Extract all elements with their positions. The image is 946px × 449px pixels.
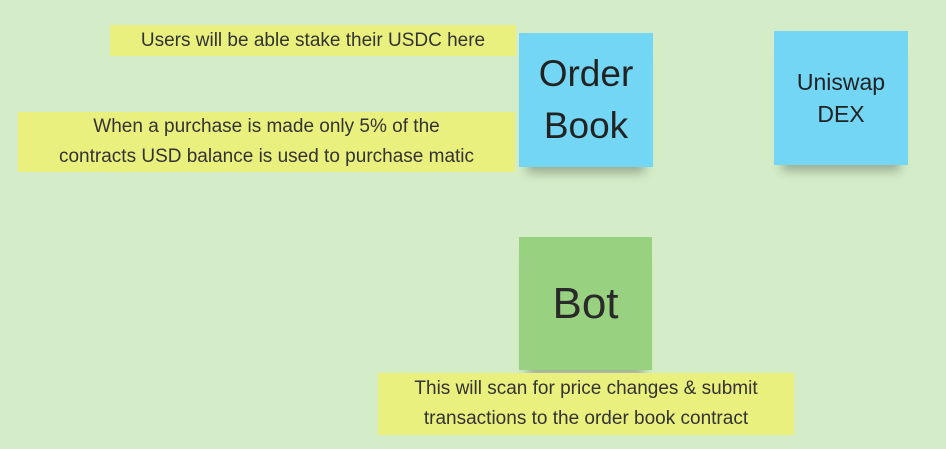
stake-note-text: Users will be able stake their USDC here	[140, 29, 486, 51]
scan-note[interactable]: This will scan for price changes & submi…	[378, 373, 794, 435]
uniswap-dex-sticky[interactable]: Uniswap DEX	[774, 31, 908, 165]
stake-note[interactable]: Users will be able stake their USDC here	[110, 25, 516, 56]
purchase-note-text: When a purchase is made only 5% of the c…	[58, 116, 475, 167]
order-book-label: Order Book	[538, 53, 634, 146]
order-book-sticky[interactable]: Order Book	[519, 33, 653, 167]
scan-note-text: This will scan for price changes & submi…	[414, 378, 758, 429]
uniswap-dex-label: Uniswap DEX	[796, 69, 886, 127]
bot-label: Bot	[552, 278, 619, 328]
purchase-note[interactable]: When a purchase is made only 5% of the c…	[18, 112, 515, 172]
bot-sticky[interactable]: Bot	[519, 237, 652, 370]
